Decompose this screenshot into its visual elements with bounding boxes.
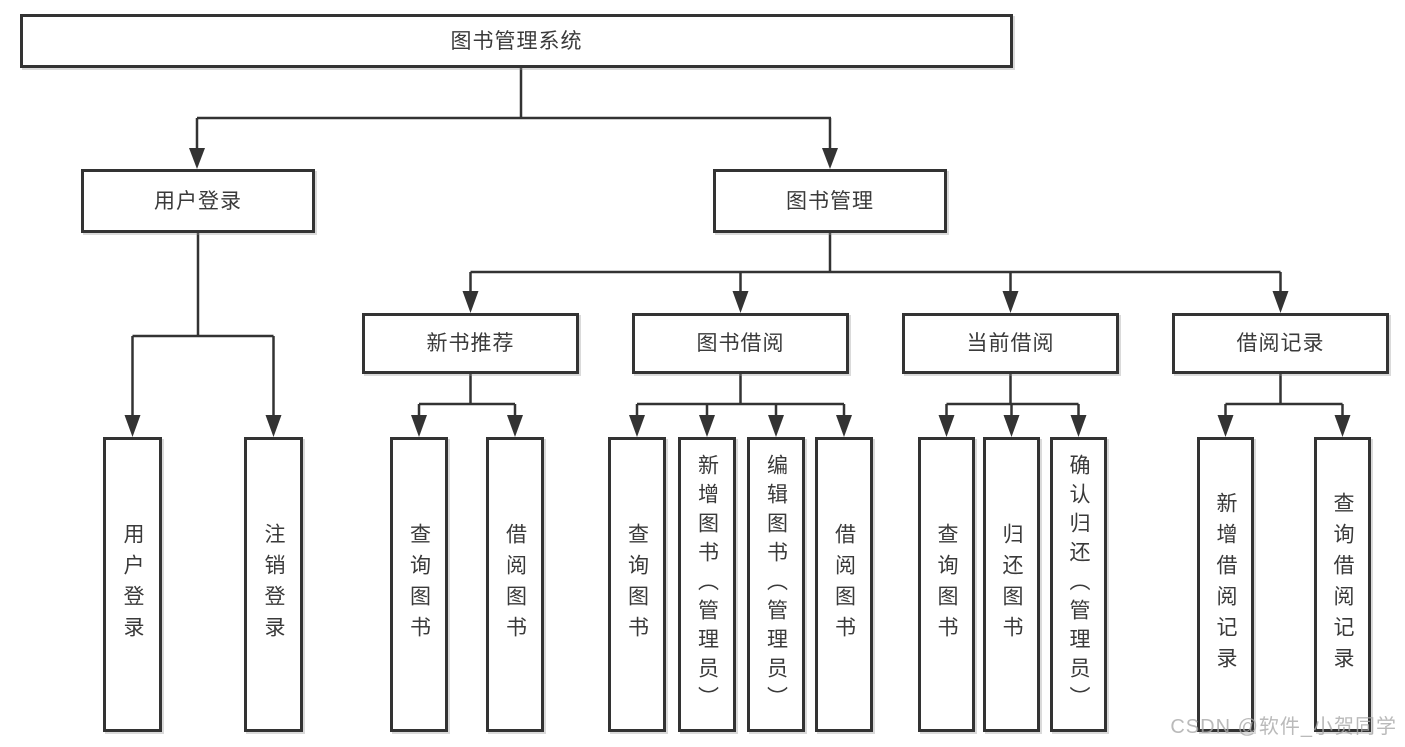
node-book-borrowing: 图书借阅 <box>632 313 849 374</box>
leaf-cb-return-books: 归还图书 <box>983 437 1040 732</box>
node-label: 新增借阅记录 <box>1214 491 1237 678</box>
node-borrowing-records: 借阅记录 <box>1172 313 1389 374</box>
leaf-nbr-query-books: 查询图书 <box>390 437 448 732</box>
leaf-bb-borrow-books: 借阅图书 <box>815 437 873 732</box>
node-label: 借阅图书 <box>503 522 527 647</box>
node-book-management: 图书管理 <box>713 169 947 233</box>
node-user-login: 用户登录 <box>81 169 315 233</box>
node-label: 图书管理系统 <box>450 29 583 53</box>
node-label: 归还图书 <box>1000 522 1023 647</box>
node-label: 确认归还（管理员） <box>1067 454 1090 715</box>
node-label: 新书推荐 <box>426 332 515 355</box>
node-label: 图书借阅 <box>696 332 785 355</box>
node-label: 注销登录 <box>262 522 285 647</box>
node-label: 编辑图书（管理员） <box>764 454 788 715</box>
node-label: 查询借阅记录 <box>1331 491 1354 678</box>
node-label: 查询图书 <box>935 522 958 647</box>
node-label: 查询图书 <box>625 522 649 647</box>
leaf-nbr-borrow-books: 借阅图书 <box>486 437 544 732</box>
node-label: 借阅图书 <box>832 522 856 647</box>
node-label: 用户登录 <box>154 189 242 213</box>
leaf-cb-query-books: 查询图书 <box>918 437 975 732</box>
leaf-bb-edit-books-admin: 编辑图书（管理员） <box>747 437 805 732</box>
leaf-bb-query-books: 查询图书 <box>608 437 666 732</box>
node-label: 图书管理 <box>786 189 874 213</box>
leaf-br-query-record: 查询借阅记录 <box>1314 437 1371 732</box>
csdn-watermark: CSDN @软件_小贺同学 <box>1170 716 1397 738</box>
leaf-user-login: 用户登录 <box>103 437 162 732</box>
node-label: 当前借阅 <box>966 332 1055 355</box>
node-label: 借阅记录 <box>1236 332 1325 355</box>
leaf-bb-add-books-admin: 新增图书（管理员） <box>678 437 736 732</box>
leaf-logout: 注销登录 <box>244 437 303 732</box>
leaf-cb-confirm-return-admin: 确认归还（管理员） <box>1050 437 1107 732</box>
node-library-system: 图书管理系统 <box>20 14 1013 68</box>
leaf-br-add-record: 新增借阅记录 <box>1197 437 1254 732</box>
node-new-book-recommendation: 新书推荐 <box>362 313 579 374</box>
node-current-borrowing: 当前借阅 <box>902 313 1119 374</box>
node-label: 查询图书 <box>407 522 431 647</box>
node-label: 用户登录 <box>121 522 144 647</box>
node-label: 新增图书（管理员） <box>695 454 719 715</box>
